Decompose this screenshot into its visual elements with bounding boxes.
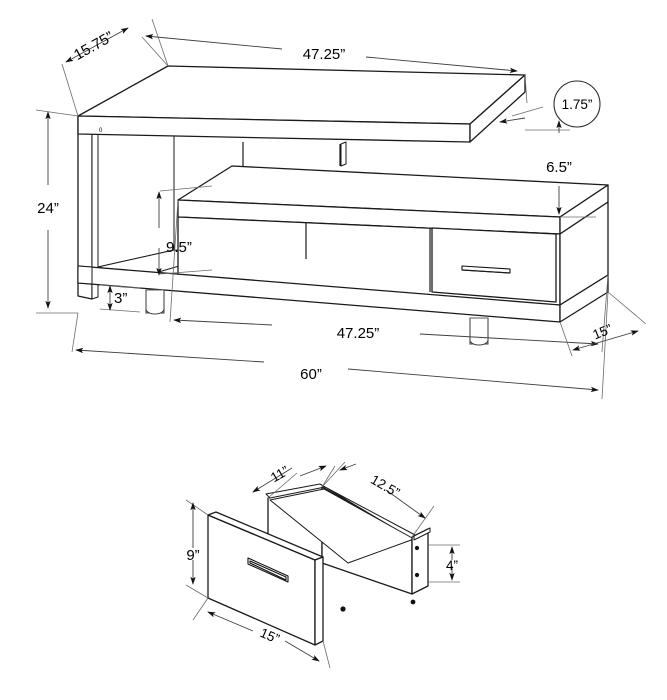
main-assembly-view: 0 15.75” 47.25” 1.75” bbox=[35, 18, 647, 400]
dim-label-60: 60” bbox=[300, 366, 322, 383]
cabinet-dividers bbox=[305, 222, 431, 292]
dim-top-shelf-thickness: 1.75” bbox=[499, 80, 601, 128]
dim-label-1-75: 1.75” bbox=[562, 97, 593, 112]
dim-label-9: 9” bbox=[186, 547, 199, 564]
dim-top-clearance: 6.5” bbox=[525, 120, 596, 218]
dim-label-9-5: 9.5” bbox=[166, 239, 192, 256]
dim-label-6-5: 6.5” bbox=[546, 159, 572, 176]
drawer-screw-holes bbox=[340, 545, 420, 612]
dim-base-depth: 15” bbox=[559, 291, 647, 357]
dim-label-15-drawer: 15” bbox=[258, 625, 282, 646]
leg-right bbox=[469, 317, 489, 346]
hinge-mark: 0 bbox=[99, 128, 103, 134]
cabinet-drawer-front bbox=[431, 227, 557, 303]
drawer-detail-view: 11” 12.5” 9” bbox=[185, 461, 460, 669]
dim-label-47-25-top: 47.25” bbox=[303, 46, 346, 63]
dim-drawer-box-height: 4” bbox=[428, 544, 460, 583]
dim-label-47-25-bottom: 47.25” bbox=[337, 325, 380, 342]
dim-overall-width: 60” bbox=[71, 291, 609, 400]
dim-total-height: 24” bbox=[35, 109, 79, 314]
dim-lower-width: 47.25” bbox=[169, 199, 609, 353]
dim-drawer-front-height: 9” bbox=[185, 499, 209, 599]
callout-bubble bbox=[553, 80, 601, 128]
dim-label-15-base: 15” bbox=[590, 321, 614, 342]
dim-top-shelf-width: 47.25” bbox=[141, 33, 528, 104]
dim-leg-height: 3” bbox=[99, 284, 141, 313]
top-shelf bbox=[77, 65, 526, 143]
dim-label-3: 3” bbox=[114, 290, 127, 307]
dim-label-24: 24” bbox=[37, 200, 59, 217]
dim-shelf-opening: 9.5” bbox=[156, 185, 213, 276]
dim-drawer-front-width: 15” bbox=[192, 597, 331, 669]
leg-left bbox=[145, 289, 165, 315]
dim-label-4: 4” bbox=[446, 558, 458, 573]
